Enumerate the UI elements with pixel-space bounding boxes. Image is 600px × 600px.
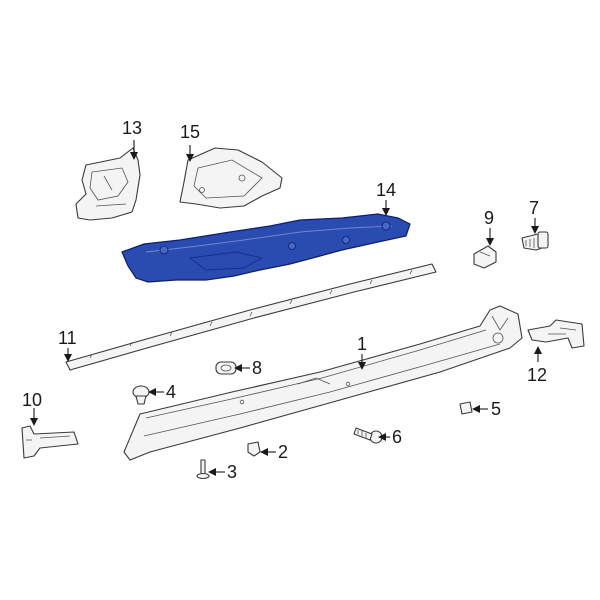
screw <box>353 427 383 444</box>
rear-bracket <box>527 319 585 349</box>
callout-3: 3 <box>227 462 237 482</box>
rocker-molding <box>123 305 523 461</box>
callout-2: 2 <box>278 442 288 462</box>
callout-11: 11 <box>58 328 77 348</box>
pin-clip <box>196 459 210 480</box>
callout-13: 13 <box>122 118 142 138</box>
callout-10: 10 <box>22 390 42 410</box>
under-cover-shape <box>121 213 411 283</box>
callout-4: 4 <box>166 382 176 402</box>
callout-9: 9 <box>484 208 494 228</box>
rear-splash-shield <box>179 147 283 209</box>
front-bracket <box>21 425 79 459</box>
callout-8: 8 <box>252 358 262 378</box>
bolt-clip <box>521 231 549 251</box>
under-cover <box>121 213 411 283</box>
callout-1: 1 <box>357 334 367 354</box>
callout-14: 14 <box>376 180 396 200</box>
callout-15: 15 <box>180 122 200 142</box>
grommet <box>215 361 237 375</box>
callout-5: 5 <box>491 399 501 419</box>
nut-clip <box>473 245 497 269</box>
push-clip <box>132 385 150 405</box>
front-splash-shield <box>75 147 141 221</box>
callout-12: 12 <box>527 365 547 385</box>
small-clip <box>459 401 473 415</box>
retainer-clip <box>247 441 261 457</box>
callout-6: 6 <box>392 427 402 447</box>
callout-7: 7 <box>529 198 539 218</box>
leader-lines <box>30 140 542 476</box>
upper-molding <box>65 263 437 371</box>
